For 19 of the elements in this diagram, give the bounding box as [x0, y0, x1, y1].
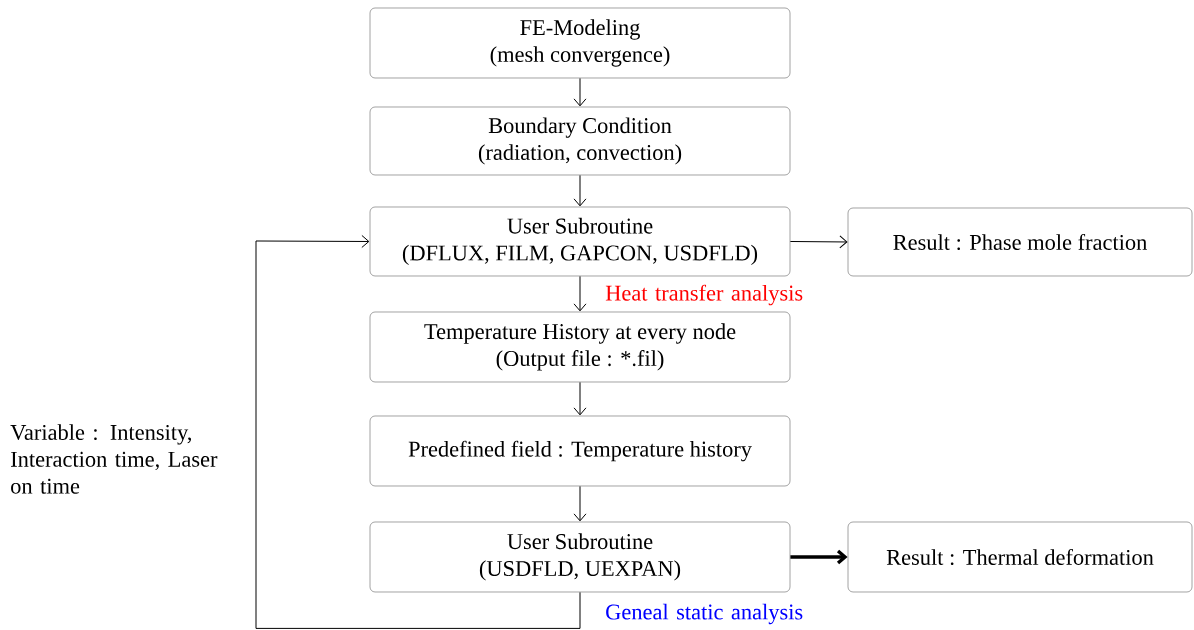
process-box: Result : Thermal deformation: [847, 521, 1193, 593]
process-box: Predefined field : Temperature history: [369, 415, 791, 487]
process-box: Boundary Condition (radiation, convection): [369, 106, 791, 176]
arrow: [573, 174, 587, 207]
arrow: [573, 77, 587, 107]
process-box: FE-Modeling (mesh convergence): [369, 7, 791, 79]
process-box: Result : Phase mole fraction: [847, 207, 1193, 277]
arrow: [573, 381, 587, 416]
analysis-label: Geneal static analysis: [606, 603, 803, 625]
arrow: [573, 485, 587, 522]
analysis-label: Heat transfer analysis: [605, 284, 803, 306]
process-box: User Subroutine (DFLUX, FILM, GAPCON, USDFLD): [369, 206, 791, 277]
arrow: [790, 549, 848, 565]
arrow: [255, 235, 581, 629]
note-text: Variable : Intensity, Interaction time, Laser on time: [10, 424, 218, 494]
process-box: Temperature History at every node (Output file : *.fil): [369, 311, 791, 383]
process-box: User Subroutine (USDFLD, UEXPAN): [369, 521, 791, 593]
arrow: [789, 235, 848, 249]
arrow: [573, 275, 587, 312]
